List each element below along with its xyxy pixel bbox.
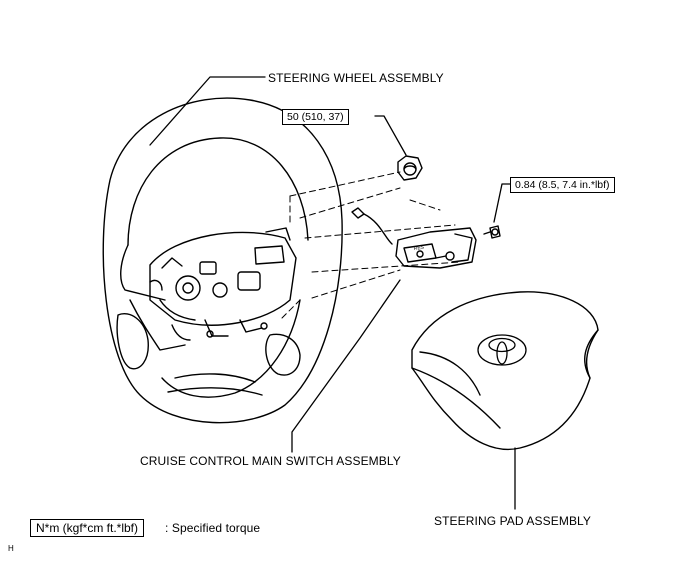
- leader-lines: [149, 76, 516, 510]
- steering-pad-assembly: [411, 291, 599, 451]
- switch-marking: RES: [413, 245, 425, 252]
- cruise-control-switch-label: CRUISE CONTROL MAIN SWITCH ASSEMBLY: [140, 454, 401, 468]
- steering-wheel-rim-inner: [127, 137, 309, 246]
- steering-wheel-assembly-label: STEERING WHEEL ASSEMBLY: [268, 71, 444, 85]
- steering-wheel-assembly: [102, 97, 343, 424]
- cruise-control-switch: [351, 207, 477, 269]
- assembly-guide-lines: [281, 171, 461, 319]
- legend-unit-box: N*m (kgf*cm ft.*lbf): [30, 519, 145, 537]
- steering-wheel-rim-outer: [102, 97, 343, 424]
- steering-pad-assembly-label: STEERING PAD ASSEMBLY: [434, 514, 592, 528]
- steering-wheel-set-nut: [397, 155, 423, 181]
- legend-description: : Specified torque: [165, 521, 261, 535]
- screw-torque-box: 0.84 (8.5, 7.4 in.*lbf): [510, 177, 615, 193]
- steering-wheel-hub: [149, 231, 297, 326]
- steering-pad-outline: [411, 291, 599, 451]
- nut-torque-box: 50 (510, 37): [282, 109, 349, 125]
- toyota-emblem: [477, 334, 527, 366]
- corner-mark: H: [8, 544, 14, 553]
- switch-set-screw: [483, 225, 501, 239]
